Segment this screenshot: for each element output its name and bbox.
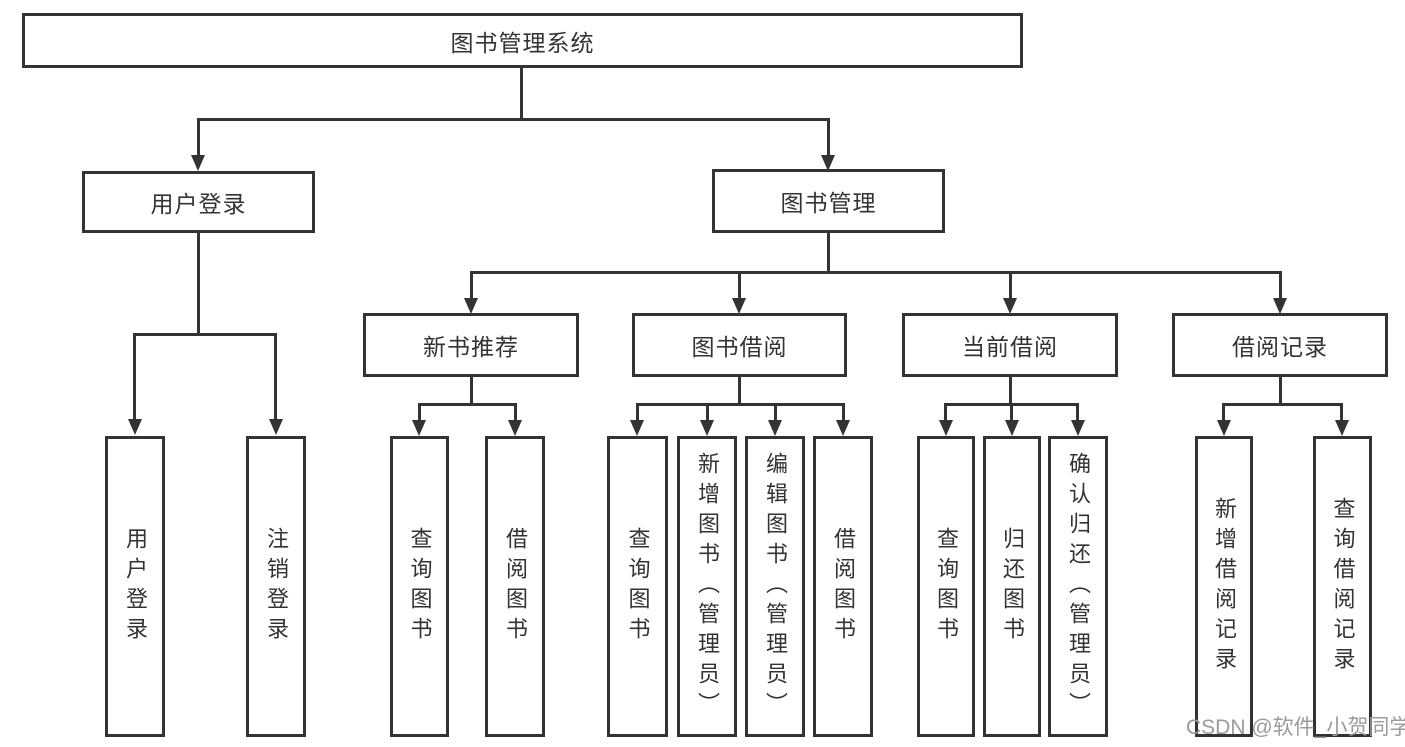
node-label: 查询借阅记录: [1330, 496, 1356, 677]
connector-line: [706, 403, 709, 421]
arrow-down-icon: [630, 420, 644, 436]
node-label: 新增图书（管理员）: [695, 451, 720, 722]
node-label: 当前借阅: [962, 334, 1058, 360]
node-borrow-query-books: 查询图书: [607, 436, 668, 737]
arrow-down-icon: [700, 420, 714, 436]
arrow-down-icon: [1217, 420, 1231, 436]
connector-line: [738, 375, 741, 406]
arrow-down-icon: [269, 419, 283, 435]
connector-line: [520, 66, 523, 120]
node-label: 用户登录: [123, 526, 148, 647]
arrow-down-icon: [1335, 420, 1349, 436]
connector-line: [1010, 403, 1013, 421]
connector-line: [1279, 375, 1282, 406]
connector-line: [636, 403, 844, 406]
node-label: 新书推荐: [423, 334, 519, 360]
connector-line: [133, 333, 136, 421]
connector-line: [418, 403, 421, 421]
connector-line: [470, 271, 473, 299]
node-borrow-borrow-books: 借阅图书: [813, 436, 873, 737]
node-label: 借阅记录: [1232, 334, 1328, 360]
connector-line: [636, 403, 639, 421]
arrow-down-icon: [464, 298, 478, 314]
connector-line: [197, 118, 830, 121]
arrow-down-icon: [768, 420, 782, 436]
node-label: 用户登录: [150, 191, 247, 217]
arrow-down-icon: [939, 420, 953, 436]
connector-line: [197, 118, 200, 158]
connector-line: [1009, 271, 1012, 299]
arrow-down-icon: [836, 420, 850, 436]
node-current-query-books: 查询图书: [917, 436, 975, 737]
connector-line: [197, 233, 200, 335]
connector-line: [470, 271, 1281, 274]
node-label: 注销登录: [264, 526, 289, 647]
connector-line: [738, 271, 741, 299]
node-label: 确认归还（管理员）: [1066, 451, 1091, 722]
connector-line: [514, 403, 517, 421]
node-borrowing-records: 借阅记录: [1172, 313, 1388, 377]
connector-line: [418, 403, 517, 406]
node-label: 借阅图书: [831, 526, 856, 647]
connector-line: [1279, 271, 1282, 299]
watermark: CSDN @软件_小贺同学: [1186, 716, 1405, 739]
node-label: 图书管理: [780, 190, 877, 216]
node-edit-book-admin: 编辑图书（管理员）: [745, 436, 805, 737]
node-login: 用户登录: [105, 436, 165, 737]
connector-line: [1222, 403, 1225, 421]
arrow-down-icon: [412, 420, 426, 436]
connector-line: [1076, 403, 1079, 421]
node-label: 归还图书: [1000, 526, 1025, 647]
connector-line: [1009, 375, 1012, 406]
node-book-management: 图书管理: [712, 169, 945, 233]
connector-line: [274, 333, 277, 421]
connector-line: [1223, 403, 1343, 406]
node-logout: 注销登录: [246, 436, 306, 737]
node-label: 编辑图书（管理员）: [763, 451, 788, 722]
node-confirm-return-admin: 确认归还（管理员）: [1048, 436, 1108, 737]
arrow-down-icon: [128, 419, 142, 435]
arrow-down-icon: [1005, 420, 1019, 436]
connector-line: [1340, 403, 1343, 421]
arrow-down-icon: [508, 420, 522, 436]
arrow-down-icon: [1003, 298, 1017, 314]
arrow-down-icon: [1273, 298, 1287, 314]
arrow-down-icon: [191, 155, 205, 171]
connector-line: [944, 403, 947, 421]
node-label: 查询图书: [934, 526, 959, 647]
node-root: 图书管理系统: [22, 13, 1023, 68]
arrow-down-icon: [821, 155, 835, 171]
node-recommend-borrow-books: 借阅图书: [485, 436, 545, 737]
connector-line: [470, 375, 473, 406]
arrow-down-icon: [1071, 420, 1085, 436]
node-label: 图书管理系统: [450, 29, 595, 56]
node-label: 新增借阅记录: [1212, 496, 1237, 677]
node-add-book-admin: 新增图书（管理员）: [677, 436, 737, 737]
connector-line: [827, 233, 830, 274]
node-label: 查询图书: [407, 526, 433, 647]
connector-line: [774, 403, 777, 421]
node-new-book-recommendation: 新书推荐: [363, 313, 579, 377]
node-recommend-query-books: 查询图书: [390, 436, 449, 737]
arrow-down-icon: [732, 298, 746, 314]
node-return-books: 归还图书: [983, 436, 1041, 737]
connector-line: [133, 333, 277, 336]
node-user-login: 用户登录: [82, 171, 315, 233]
node-label: 借阅图书: [503, 526, 528, 647]
connector-line: [842, 403, 845, 421]
node-label: 查询图书: [625, 526, 651, 647]
node-add-borrow-record: 新增借阅记录: [1195, 436, 1253, 737]
node-current-borrowing: 当前借阅: [902, 313, 1118, 377]
connector-line: [827, 118, 830, 158]
node-query-borrow-record: 查询借阅记录: [1313, 436, 1372, 737]
node-label: 图书借阅: [691, 334, 788, 360]
node-book-borrowing: 图书借阅: [632, 313, 847, 377]
